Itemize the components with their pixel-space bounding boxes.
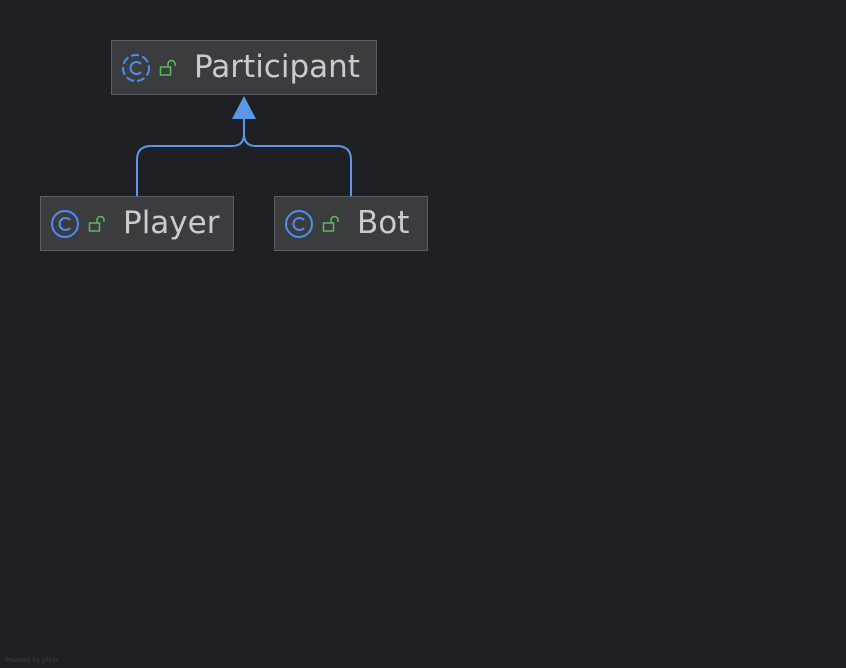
class-label: Player — [123, 205, 220, 241]
class-label: Bot — [357, 205, 410, 241]
class-node-player[interactable]: Player — [40, 196, 234, 251]
class-label: Participant — [194, 49, 360, 85]
edge-bot-to-participant — [243, 118, 352, 196]
class-icon — [122, 53, 150, 82]
inheritance-arrowhead — [232, 96, 256, 119]
class-node-participant[interactable]: Participant — [111, 40, 377, 95]
class-node-bot[interactable]: Bot — [274, 196, 428, 251]
unlocked-icon — [88, 215, 105, 232]
class-icon — [51, 209, 79, 238]
unlocked-icon — [159, 59, 176, 76]
edge-player-to-participant — [136, 118, 245, 196]
class-icon — [285, 209, 313, 238]
unlocked-icon — [322, 215, 339, 232]
powered-by-footer: Powered by yFiles — [5, 657, 59, 664]
